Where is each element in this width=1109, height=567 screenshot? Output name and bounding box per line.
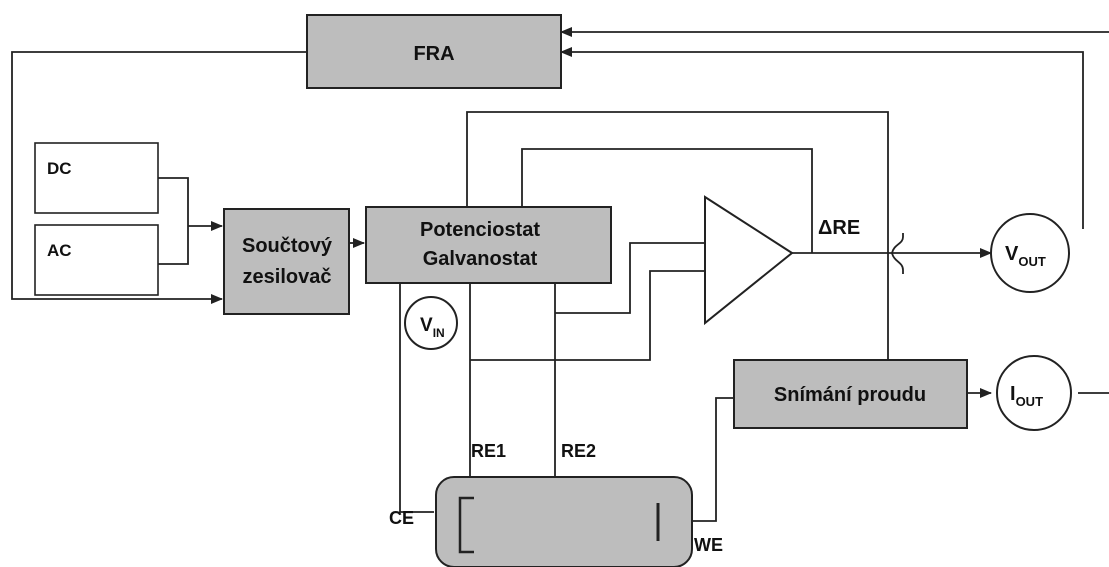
ac-source-block: AC [34,224,159,296]
summing-amp-label-line1: Součtový [242,235,333,257]
potentiostat-label-line2: Galvanostat [423,248,538,270]
vout-main: V [1005,243,1019,265]
current-sensing-block: Snímání proudu [733,359,968,429]
potentiostat-label-line1: Potenciostat [420,219,540,241]
iout-main: I [1010,383,1016,405]
delta-re-label: ΔRE [818,217,860,239]
dc-source-block: DC [34,142,159,214]
fra-label: FRA [413,43,454,65]
ac-label: AC [47,241,72,260]
re1-label: RE1 [471,441,506,461]
wire-we [692,397,734,522]
wire-fra-to-summing [11,51,307,304]
wire-crossover-hop2 [891,252,904,274]
vin-sub: IN [433,326,445,340]
vout-sub: OUT [1018,254,1046,269]
iout-sub: OUT [1016,394,1044,409]
wire-ce [399,283,434,513]
potentiostat-block: Potenciostat Galvanostat [365,206,612,284]
we-label: WE [694,535,723,555]
vin-main: V [420,315,433,336]
iout-meter: IOUT [996,355,1072,431]
wire-dc-out [158,177,189,226]
svg-text:VOUT: VOUT [1005,243,1046,269]
re2-label: RE2 [561,441,596,461]
wire-ac-out [158,226,189,265]
wire-amp-in1 [555,242,705,314]
wire-inner-loop [521,148,813,253]
fra-block: FRA [306,14,562,89]
ce-electrode [458,496,474,554]
vin-meter: VIN [404,296,458,350]
summing-amplifier-block: Součtový zesilovač [223,208,350,315]
wire-vout-feedback [560,47,1084,229]
wire-crossover-hop [891,233,904,254]
summing-amp-label-line2: zesilovač [243,266,332,288]
svg-text:VIN: VIN [420,315,445,340]
wire-outer-loop [466,111,889,360]
vout-meter: VOUT [990,213,1070,293]
electrochemical-cell [435,476,693,567]
current-sensing-label: Snímání proudu [774,384,926,406]
wire-amp-in3 [470,270,705,361]
differential-amplifier [704,195,794,326]
dc-label: DC [47,159,72,178]
svg-text:IOUT: IOUT [1010,383,1043,409]
ce-label: CE [389,508,414,528]
wires [11,27,1109,522]
